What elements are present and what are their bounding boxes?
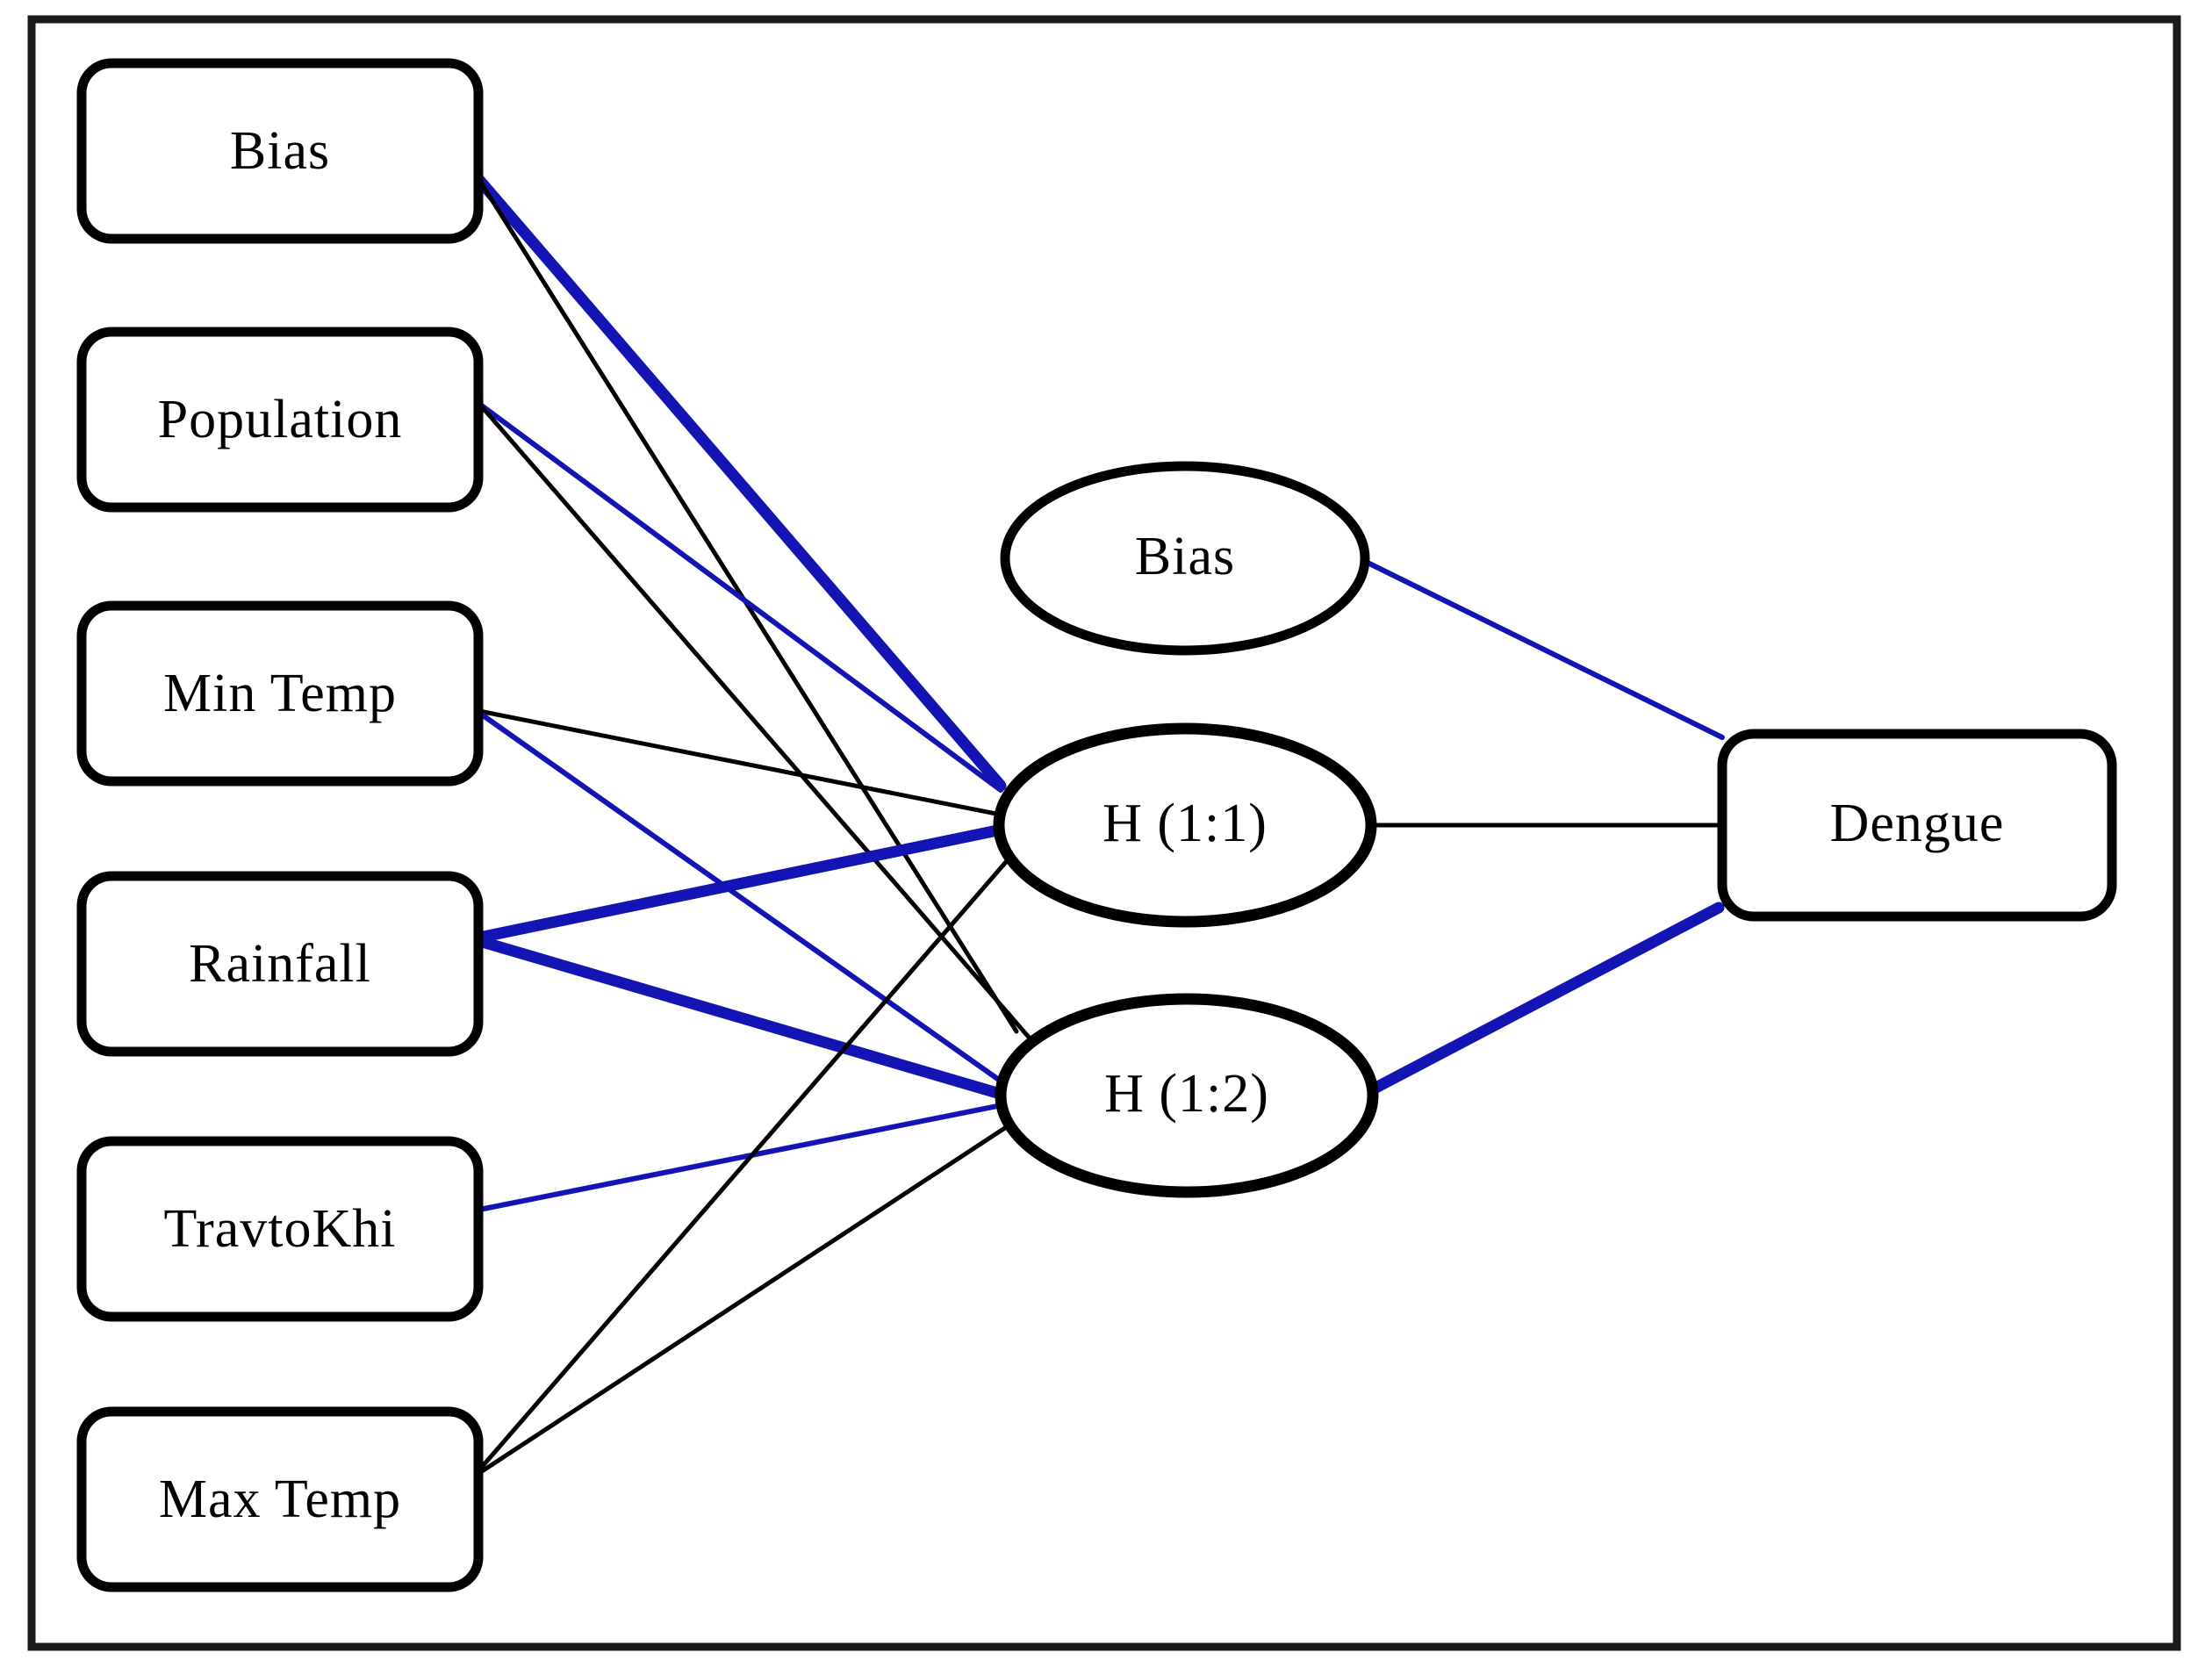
input-node-population-shape <box>76 327 484 513</box>
output-layer: Dengue <box>1717 729 2117 922</box>
hidden-node-bias-shape <box>1000 461 1370 656</box>
input-node-max-temp[interactable]: Max Temp <box>76 1406 484 1592</box>
input-node-max-temp-shape <box>76 1406 484 1592</box>
input-layer: Bias Population Min Temp Rainfall Travto… <box>76 58 484 1592</box>
connection-edges <box>473 174 1725 1477</box>
edge-in-maxtemp-to-h-1-1 <box>474 840 1025 1476</box>
input-node-bias-label: Bias <box>230 121 330 181</box>
hidden-node-h-1-2-shape <box>995 993 1379 1198</box>
input-node-travtokhi[interactable]: TravtoKhi <box>76 1136 484 1322</box>
input-node-population-label: Population <box>158 390 403 449</box>
hidden-node-h-1-1-shape <box>993 722 1377 928</box>
hidden-node-bias-label: Bias <box>1135 527 1235 586</box>
input-node-min-temp-shape <box>76 600 484 787</box>
hidden-node-h-1-2[interactable]: H (1:2) <box>995 993 1379 1198</box>
input-node-rainfall-label: Rainfall <box>189 934 371 994</box>
output-node-dengue[interactable]: Dengue <box>1717 729 2117 922</box>
input-node-travtokhi-shape <box>76 1136 484 1322</box>
edge-in-travtokhi-to-h-1-2 <box>477 1102 1009 1212</box>
hidden-node-h-1-1[interactable]: H (1:1) <box>993 722 1377 928</box>
edge-in-mintemp-to-h-1-2 <box>477 710 1008 1087</box>
edge-in-maxtemp-to-h-1-2 <box>474 1117 1021 1477</box>
edge-in-mintemp-to-h-1-1 <box>477 708 1012 819</box>
input-node-min-temp[interactable]: Min Temp <box>76 600 484 787</box>
edge-in-bias-to-h-1-1 <box>473 174 1007 792</box>
input-node-rainfall[interactable]: Rainfall <box>76 871 484 1057</box>
input-node-bias-shape <box>76 58 484 244</box>
output-node-dengue-label: Dengue <box>1830 794 2005 853</box>
input-node-bias[interactable]: Bias <box>76 58 484 244</box>
edge-in-rainfall-to-h-1-2 <box>473 935 1012 1102</box>
hidden-layer: Bias H (1:1) H (1:2) <box>993 461 1379 1198</box>
input-node-rainfall-shape <box>76 871 484 1057</box>
hidden-node-h-1-1-label: H (1:1) <box>1102 794 1268 853</box>
output-node-dengue-shape <box>1717 729 2117 922</box>
edge-in-population-to-h-1-2 <box>477 401 1034 1043</box>
hidden-node-h-1-2-label: H (1:2) <box>1104 1064 1269 1124</box>
input-node-travtokhi-label: TravtoKhi <box>163 1199 396 1259</box>
edge-in-population-to-h-1-1 <box>477 401 1003 793</box>
input-node-max-temp-label: Max Temp <box>159 1469 401 1529</box>
edge-h-1-2-to-out-dengue <box>1361 902 1725 1098</box>
hidden-node-bias[interactable]: Bias <box>1000 461 1370 656</box>
input-node-population[interactable]: Population <box>76 327 484 513</box>
input-node-min-temp-label: Min Temp <box>163 664 397 723</box>
edge-h-bias-to-out-dengue <box>1356 556 1725 740</box>
edge-in-rainfall-to-h-1-1 <box>473 823 1012 944</box>
